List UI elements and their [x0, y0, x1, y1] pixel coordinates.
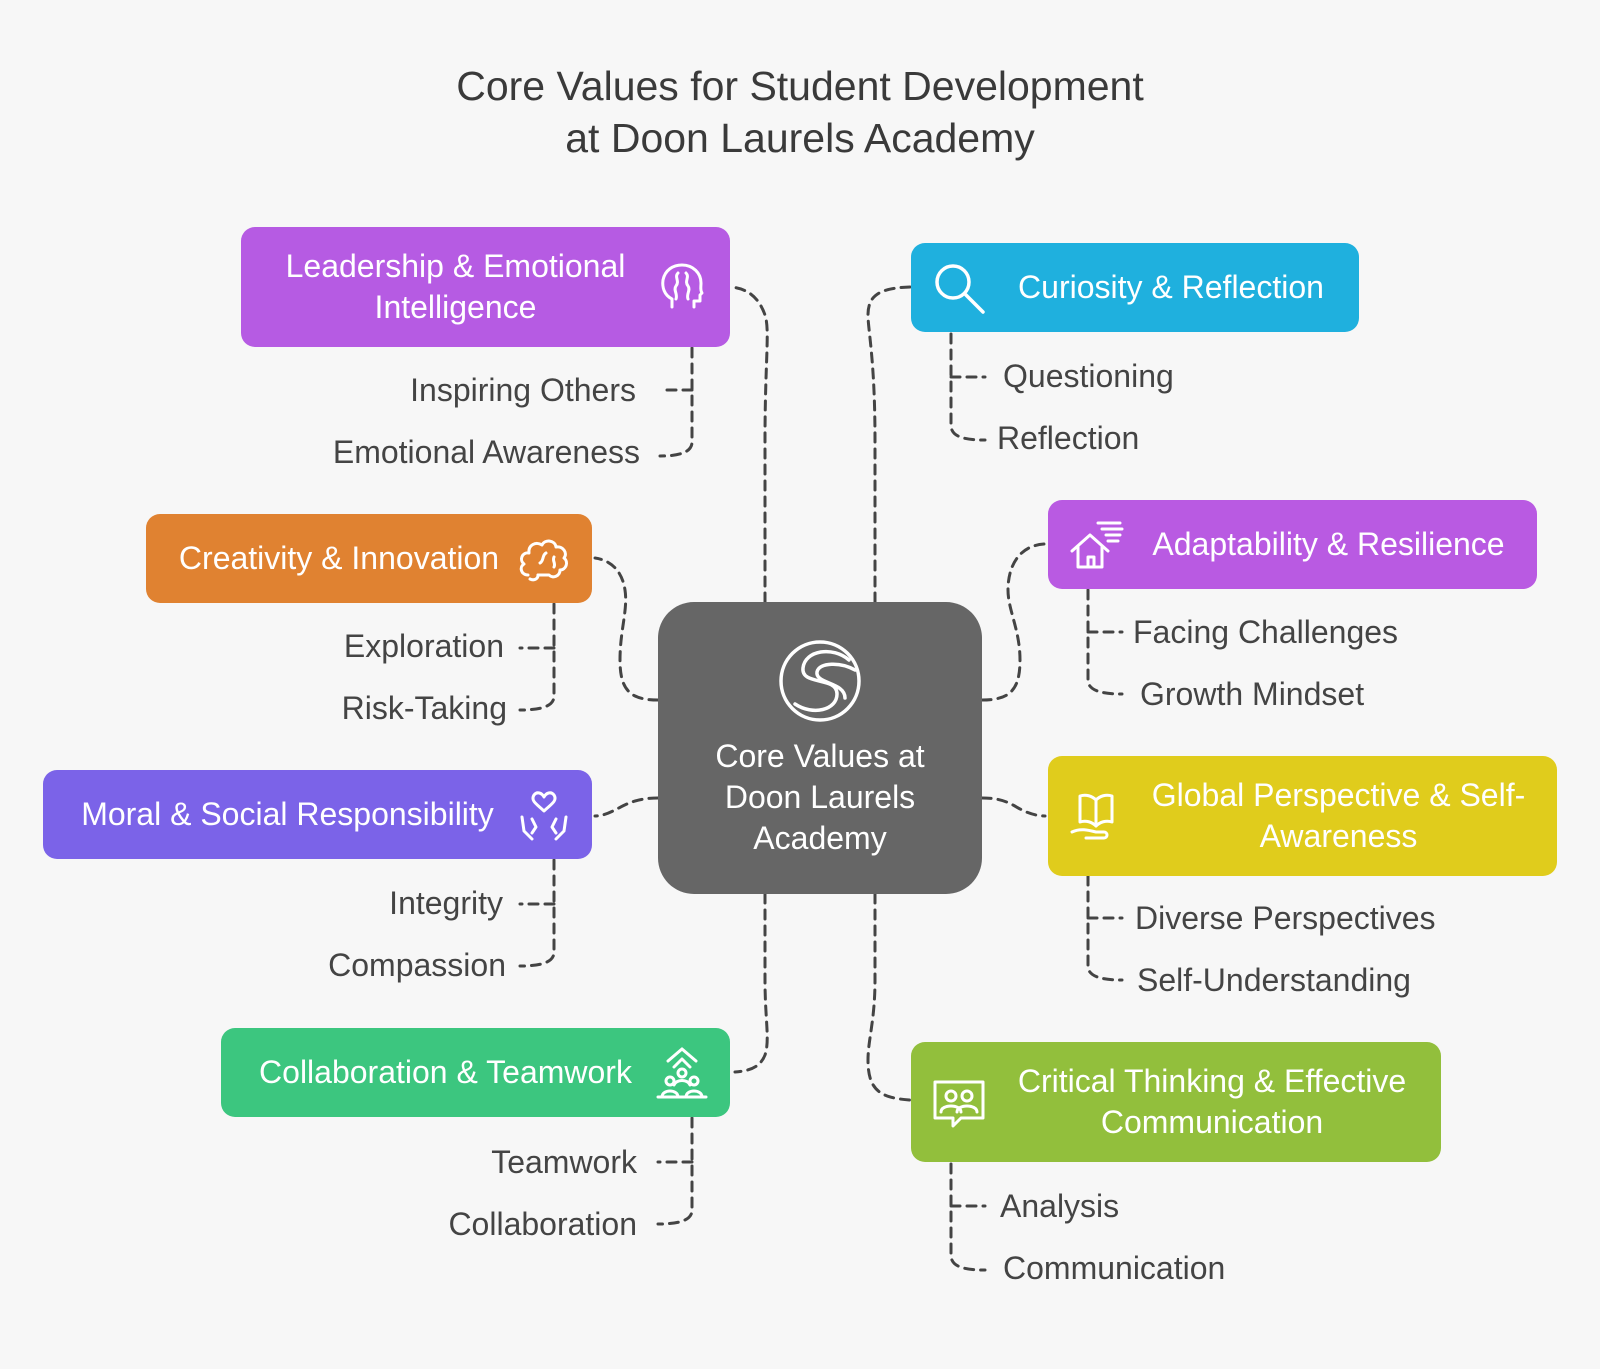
branch-global[interactable]: Global Perspective & Self-Awareness — [1048, 756, 1557, 876]
bracket-moral — [518, 858, 556, 968]
sub-item-questioning: Questioning — [1003, 358, 1174, 394]
connector-critical — [866, 892, 912, 1102]
sub-item-risk-taking: Risk-Taking — [341, 690, 507, 726]
branch-label: Global Perspective & Self-Awareness — [1151, 777, 1526, 854]
branch-label: Collaboration & Teamwork — [259, 1054, 632, 1090]
sub-item-collaboration: Collaboration — [448, 1206, 637, 1242]
house-wind-icon — [1068, 517, 1124, 573]
sub-item-diverse-perspectives: Diverse Perspectives — [1135, 900, 1436, 936]
page-title: Core Values for Student Development at D… — [0, 60, 1600, 164]
bracket-adaptability — [1086, 588, 1124, 696]
team-icon — [654, 1045, 710, 1101]
brain-icon — [516, 531, 572, 587]
bracket-critical — [949, 1162, 987, 1272]
sub-item-analysis: Analysis — [1000, 1188, 1120, 1224]
sub-item-growth-mindset: Growth Mindset — [1140, 676, 1365, 712]
branch-label: Adaptability & Resilience — [1152, 526, 1505, 562]
book-hand-icon — [1068, 788, 1124, 844]
branch-label: Critical Thinking & Effective Communicat… — [1017, 1063, 1407, 1140]
branch-moral[interactable]: Moral & Social Responsibility — [43, 770, 592, 859]
branch-curiosity[interactable]: Curiosity & Reflection — [911, 243, 1359, 332]
title-line-1: Core Values for Student Development — [456, 63, 1144, 109]
sub-item-facing-challenges: Facing Challenges — [1133, 614, 1399, 650]
sub-item-self-understanding: Self-Understanding — [1137, 962, 1411, 998]
branch-collaboration[interactable]: Collaboration & Teamwork — [221, 1028, 730, 1117]
center-label: Core Values at Doon Laurels Academy — [715, 738, 925, 856]
connector-collaboration — [733, 892, 769, 1074]
bracket-curiosity — [949, 332, 987, 442]
sub-item-emotional-awareness: Emotional Awareness — [332, 434, 640, 470]
sub-item-compassion: Compassion — [328, 947, 506, 983]
branch-leadership[interactable]: Leadership & Emotional Intelligence — [241, 227, 730, 347]
connector-moral — [593, 796, 660, 818]
sub-item-reflection: Reflection — [997, 420, 1140, 456]
bracket-collaboration — [656, 1116, 694, 1226]
branch-label: Creativity & Innovation — [178, 540, 500, 576]
presentation-icon — [931, 1074, 987, 1130]
sub-item-exploration: Exploration — [343, 628, 504, 664]
hands-heart-icon — [516, 787, 572, 843]
sub-item-integrity: Integrity — [389, 885, 503, 921]
connector-global — [980, 796, 1047, 818]
branch-label: Moral & Social Responsibility — [81, 796, 494, 832]
connector-leadership — [728, 285, 769, 604]
bracket-creativity — [518, 602, 556, 712]
head-icon — [654, 259, 710, 315]
branch-adaptability[interactable]: Adaptability & Resilience — [1048, 500, 1537, 589]
sub-item-teamwork: Teamwork — [491, 1144, 637, 1180]
center-node: Core Values at Doon Laurels Academy — [658, 602, 982, 894]
magnifier-icon — [931, 260, 987, 316]
sub-item-inspiring-others: Inspiring Others — [410, 372, 636, 408]
logo-s-icon — [775, 636, 865, 726]
connector-creativity — [593, 556, 660, 702]
connector-adaptability — [980, 542, 1047, 702]
bracket-leadership — [658, 346, 694, 458]
sub-item-communication: Communication — [1003, 1250, 1226, 1286]
branch-creativity[interactable]: Creativity & Innovation — [146, 514, 592, 603]
branch-label: Leadership & Emotional Intelligence — [285, 248, 626, 325]
connector-curiosity — [866, 285, 912, 604]
branch-label: Curiosity & Reflection — [1018, 269, 1324, 305]
branch-critical[interactable]: Critical Thinking & Effective Communicat… — [911, 1042, 1441, 1162]
bracket-global — [1086, 874, 1124, 982]
title-line-2: at Doon Laurels Academy — [565, 115, 1035, 161]
